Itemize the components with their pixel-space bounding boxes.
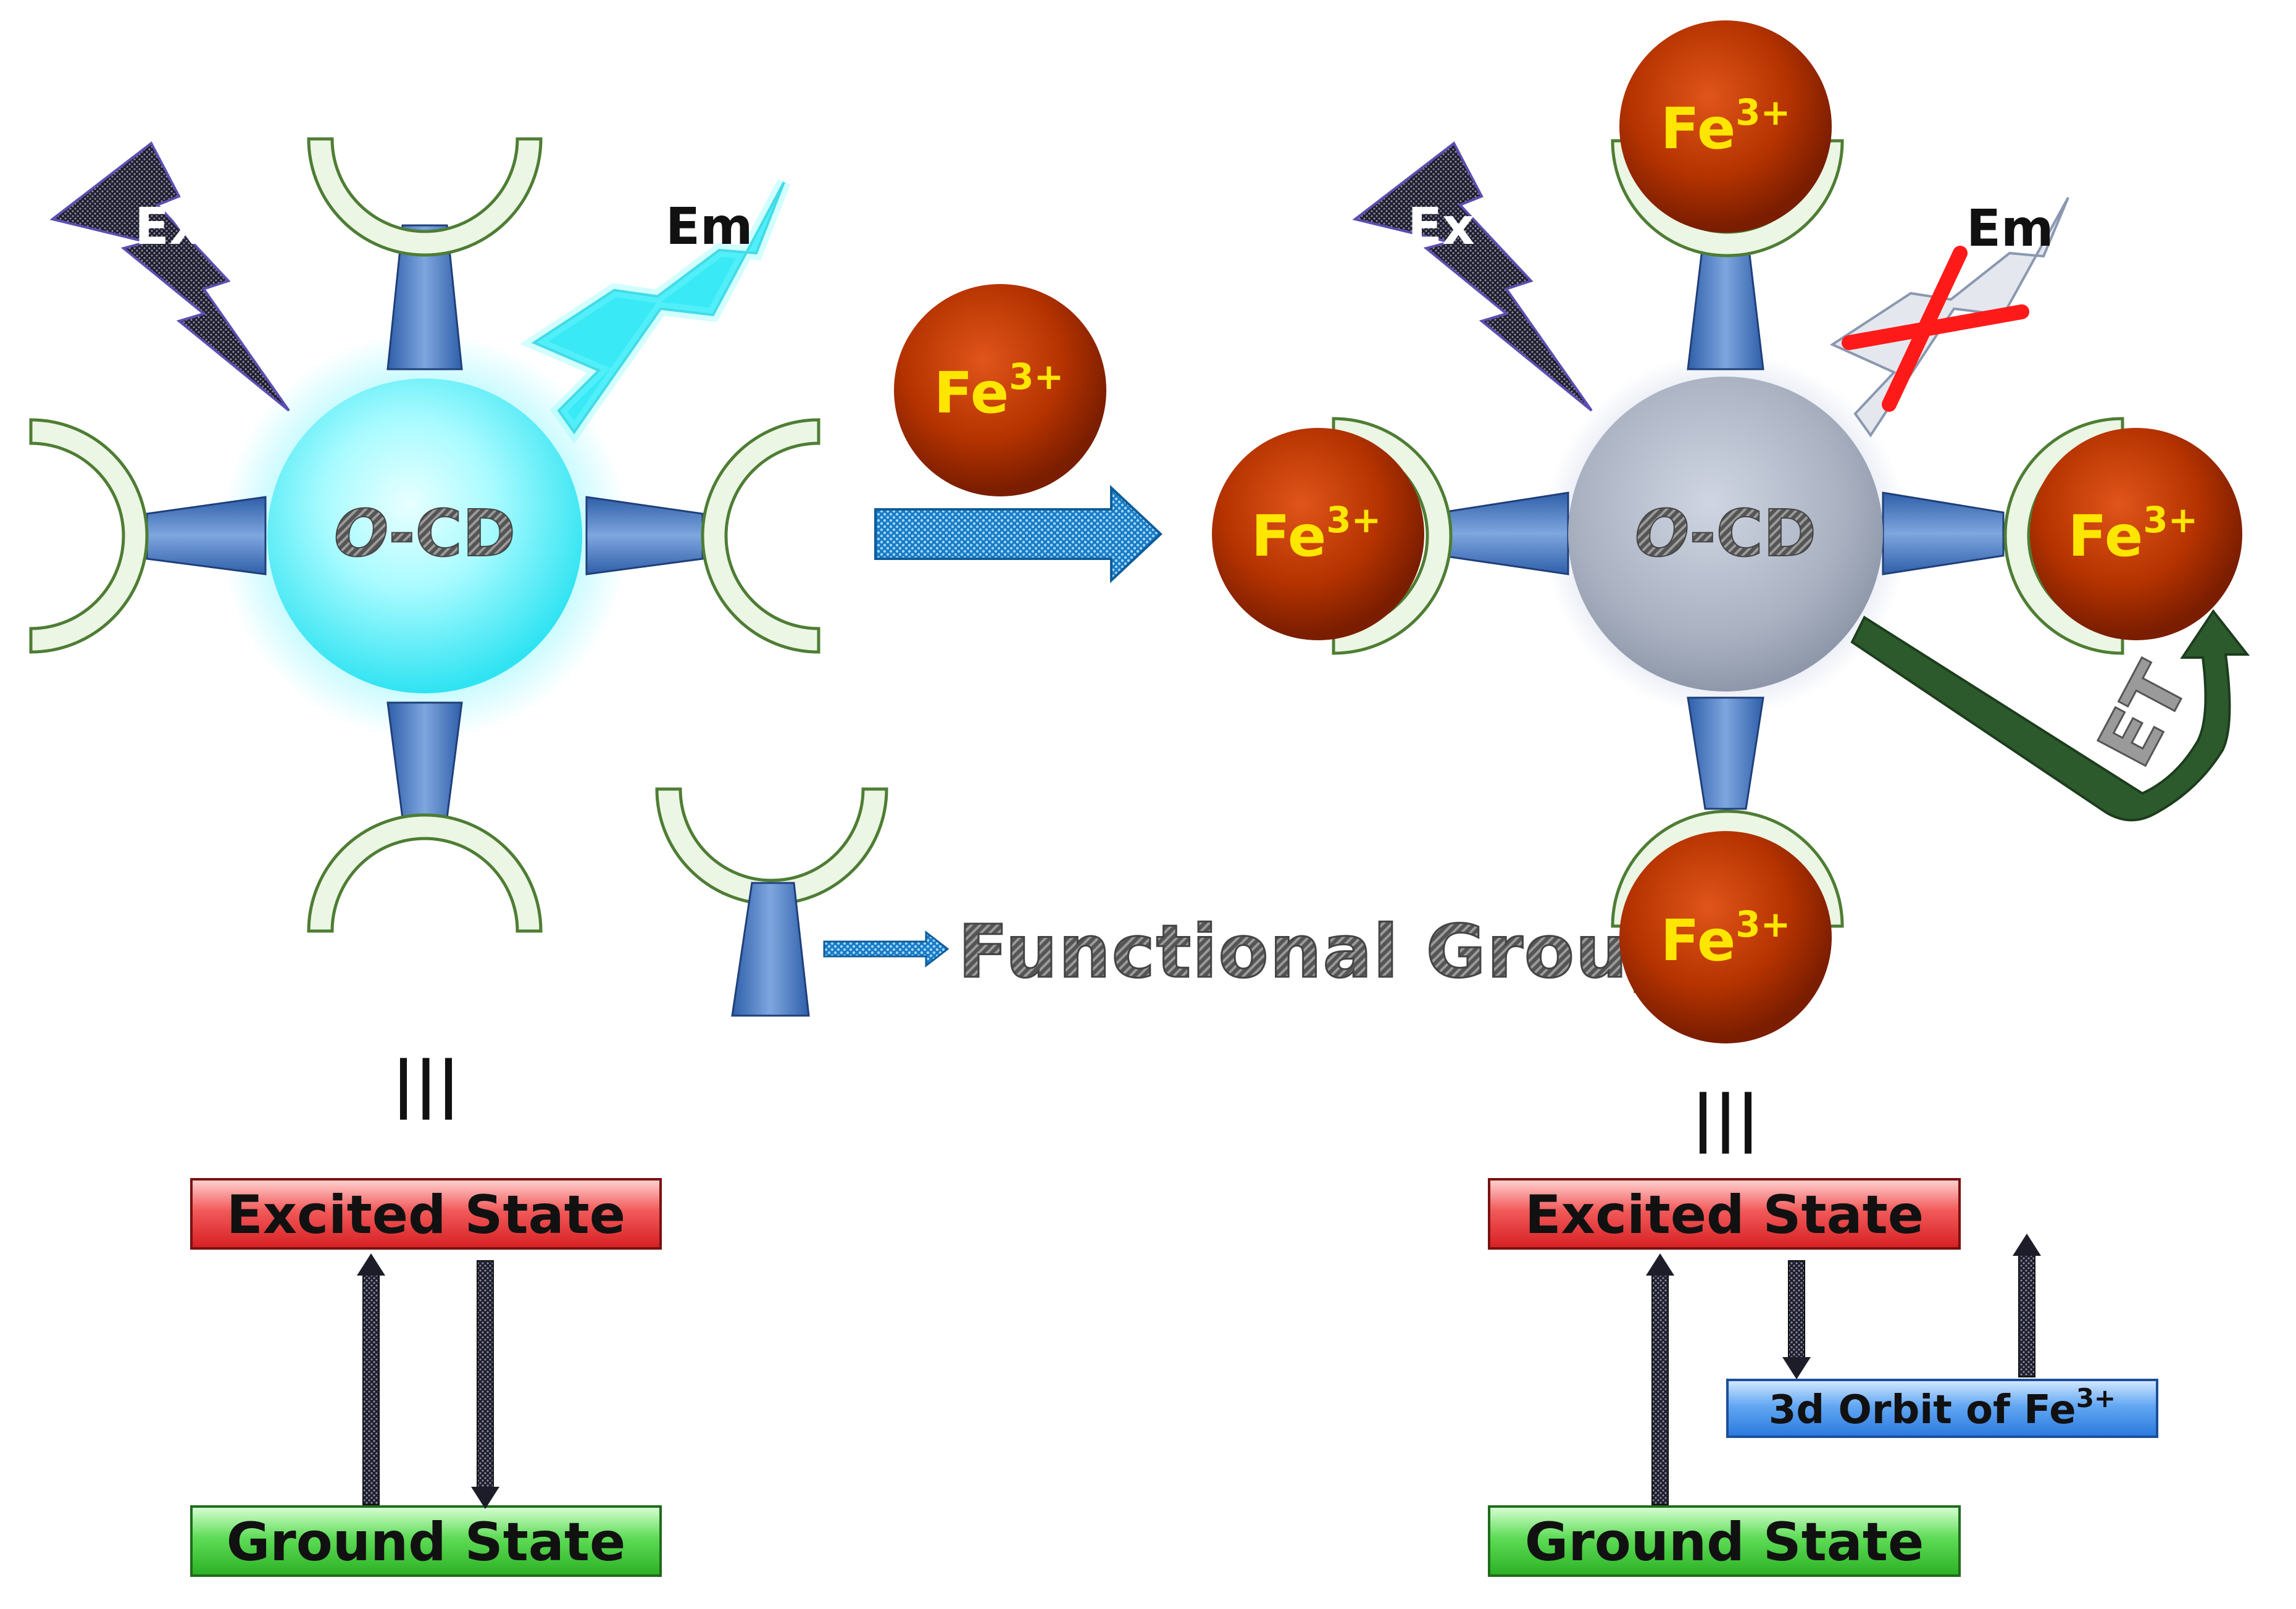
fe-transfer-down-arrow-icon: [1782, 1260, 1811, 1379]
reaction-arrow-icon: [874, 485, 1163, 583]
fe-ion-bottom: [1619, 831, 1832, 1043]
left-receptor-left: [29, 418, 149, 654]
legend-stem: [731, 882, 810, 1017]
fe-transfer-up-arrow-icon: [2013, 1234, 2041, 1377]
right-ex-label: Ex: [1408, 198, 1475, 256]
right-stem-bottom-shape: [1687, 696, 1764, 810]
right-em-lightning-icon: [1829, 197, 2069, 438]
right-excitation-arrow-icon: [1646, 1253, 1674, 1505]
left-ground-state-label: Ground State: [227, 1511, 626, 1573]
right-equals-mark: |||: [1692, 1082, 1760, 1154]
center-fe-ion: [894, 284, 1106, 496]
et-arrow-icon: [1850, 609, 2250, 822]
left-stem-top-shape: [386, 224, 463, 370]
left-emission-arrow-icon: [471, 1260, 499, 1509]
left-ground-state-box: [190, 1505, 662, 1577]
functional-group-label: Functional Group: [958, 909, 1682, 994]
left-excited-state-label: Excited State: [227, 1184, 625, 1246]
left-em-lightning-icon: [531, 182, 785, 435]
legend-arrow-icon: [823, 930, 950, 968]
left-energy-diagram: Excited State Ground State: [190, 1178, 662, 1577]
left-ex-lightning-icon: [49, 141, 290, 412]
center-fe-label: Fe3+: [934, 356, 1064, 426]
left-excitation-arrow-icon: [357, 1253, 385, 1505]
left-core: [267, 378, 582, 693]
fe-top-label: Fe3+: [1661, 91, 1790, 162]
fe-left-label: Fe3+: [1251, 499, 1381, 569]
left-equals-mark: |||: [392, 1048, 460, 1120]
fe-ion-right: [2030, 428, 2242, 640]
right-core: [1568, 377, 1883, 692]
right-ground-state-label: Ground State: [1525, 1511, 1924, 1573]
left-receptor-bottom: [307, 813, 543, 933]
left-ex-label: Ex: [135, 198, 202, 256]
fe-ion-top: [1619, 20, 1832, 233]
right-excited-state-label: Excited State: [1525, 1184, 1924, 1246]
right-ground-state-box: [1488, 1505, 1961, 1577]
legend-receptor: [655, 787, 888, 906]
fe-bottom-label: Fe3+: [1661, 903, 1790, 974]
orbit-label: 3d Orbit of Fe3+: [1769, 1383, 2116, 1433]
right-carbon-dot-group: O-CD Fe3+ Fe3+ Fe3+ Fe3+ Ex Em ET ||: [1212, 20, 2250, 1154]
left-stem-right-shape: [585, 496, 704, 575]
fe-right-label: Fe3+: [2068, 499, 2198, 569]
right-core-label: O-CD: [1635, 496, 1816, 571]
right-excited-state-box: [1488, 1178, 1961, 1250]
left-stem-bottom-shape: [386, 701, 463, 819]
left-carbon-dot-group: O-CD Ex Em |||: [29, 137, 820, 1120]
left-em-glow: [519, 178, 791, 445]
fe-ion-left: [1212, 428, 1424, 640]
right-energy-diagram: Excited State Ground State 3d Orbit of F…: [1488, 1178, 2158, 1577]
right-stem-right-shape: [1882, 491, 2005, 575]
orbit-box: [1726, 1379, 2158, 1438]
right-ex-lightning-icon: [1352, 141, 1593, 412]
right-em-label: Em: [1966, 199, 2053, 258]
right-stem-left-shape: [1440, 491, 1569, 575]
left-receptor-top: [307, 137, 543, 257]
left-core-label: O-CD: [334, 496, 516, 571]
center-reaction: Fe3+ Functional Group: [655, 284, 1682, 1017]
fe-left-receptor: [1332, 417, 1453, 655]
left-stem-left-shape: [146, 496, 267, 575]
left-excited-state-box: [190, 1178, 662, 1250]
left-receptor-right: [701, 418, 820, 654]
quench-cross-icon: [1842, 246, 2029, 412]
left-em-label: Em: [666, 198, 753, 256]
